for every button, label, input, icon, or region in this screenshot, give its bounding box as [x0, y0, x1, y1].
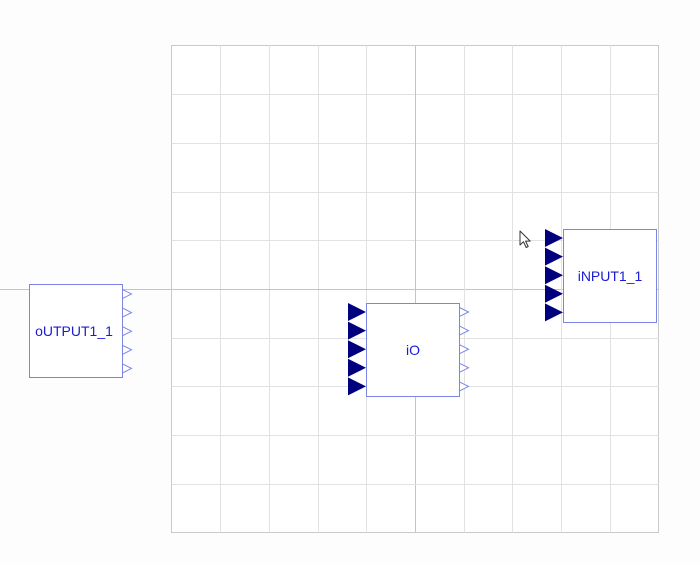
input-block-body[interactable]	[563, 229, 657, 323]
output-port[interactable]	[122, 363, 133, 374]
io-block-body[interactable]	[366, 303, 460, 397]
input-block[interactable]: iNPUT1_1	[545, 229, 657, 323]
output-block-label: oUTPUT1_1	[35, 323, 113, 339]
input-port[interactable]	[545, 229, 563, 247]
input-port[interactable]	[545, 303, 563, 322]
input-block-input-ports	[545, 229, 563, 322]
output-block[interactable]: oUTPUT1_1	[29, 284, 133, 378]
output-port[interactable]	[459, 381, 470, 392]
io-block[interactable]: iO	[348, 303, 470, 397]
input-port[interactable]	[348, 340, 366, 359]
input-port[interactable]	[348, 358, 366, 377]
output-port[interactable]	[459, 362, 470, 374]
output-block-output-ports	[122, 288, 133, 374]
input-port[interactable]	[348, 321, 366, 340]
input-port[interactable]	[545, 284, 563, 303]
io-block-label: iO	[406, 342, 420, 358]
io-block-input-ports	[348, 303, 366, 396]
input-port[interactable]	[545, 247, 563, 266]
output-port[interactable]	[459, 306, 470, 318]
io-block-output-ports	[459, 306, 470, 392]
output-port[interactable]	[122, 307, 133, 318]
input-port[interactable]	[545, 266, 563, 285]
output-port[interactable]	[122, 288, 133, 300]
output-port[interactable]	[459, 325, 470, 336]
input-port[interactable]	[348, 377, 366, 396]
output-port[interactable]	[122, 344, 133, 356]
arrow-pointer-icon	[519, 230, 531, 248]
output-port[interactable]	[459, 343, 470, 355]
input-port[interactable]	[348, 303, 366, 321]
output-port[interactable]	[122, 325, 133, 337]
output-block-body[interactable]	[29, 284, 123, 378]
input-block-label: iNPUT1_1	[578, 268, 643, 284]
